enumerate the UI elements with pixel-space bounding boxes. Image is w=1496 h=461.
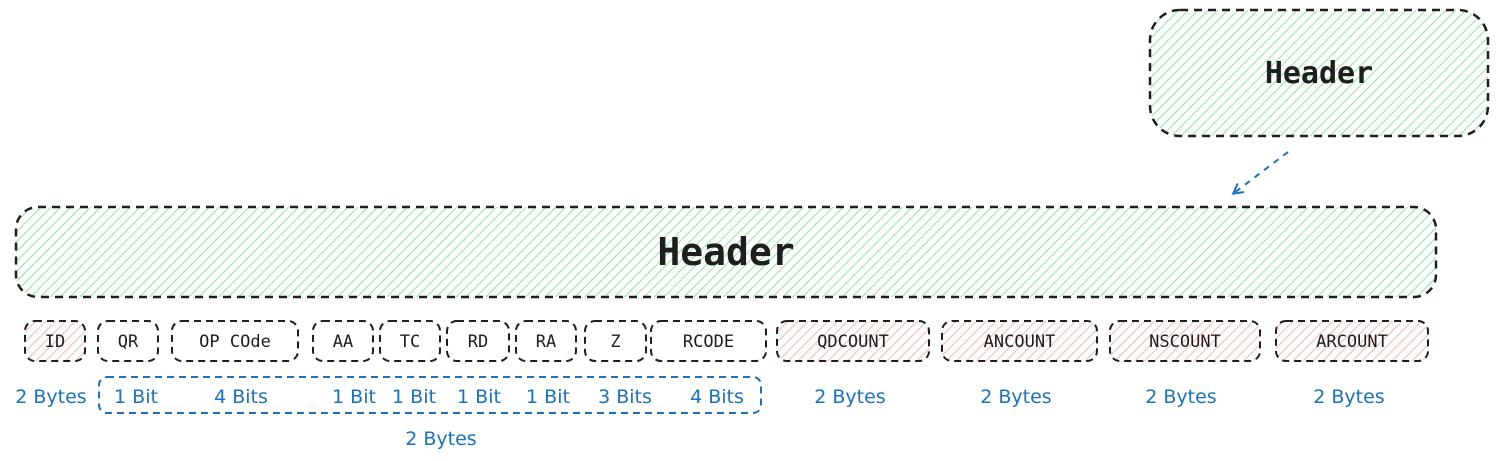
- field-label: QR: [118, 332, 139, 352]
- field-aa: AA: [312, 320, 374, 362]
- field-nscount: NSCOUNT: [1109, 320, 1261, 362]
- field-box: [1109, 320, 1261, 362]
- size-label: 2 Bytes: [15, 386, 86, 408]
- field-label: ID: [45, 332, 65, 352]
- field-box: [24, 320, 86, 362]
- flags-group-bracket: [98, 376, 762, 414]
- size-label: 1 Bit: [114, 386, 158, 408]
- size-label: 2 Bytes: [814, 386, 885, 408]
- size-label: 1 Bit: [457, 386, 501, 408]
- field-box: [1275, 320, 1429, 362]
- field-box: [446, 320, 510, 362]
- field-qdcount: QDCOUNT: [776, 320, 930, 362]
- header-top-node: Header: [1148, 8, 1490, 138]
- field-ra: RA: [515, 320, 577, 362]
- header-main-box: [14, 205, 1438, 299]
- field-label: Z: [610, 332, 620, 352]
- field-z: Z: [584, 320, 647, 362]
- size-label: 1 Bit: [526, 386, 570, 408]
- field-qr: QR: [97, 320, 159, 362]
- field-label: RD: [468, 332, 488, 352]
- field-ancount: ANCOUNT: [941, 320, 1098, 362]
- size-label: 2 Bytes: [980, 386, 1051, 408]
- field-box: [650, 320, 767, 362]
- size-label: 2 Bytes: [1313, 386, 1384, 408]
- field-label: RCODE: [683, 332, 734, 352]
- size-label: 1 Bit: [332, 386, 376, 408]
- header-top-label: Header: [1265, 56, 1373, 91]
- field-label: AA: [333, 332, 353, 352]
- field-label: RA: [536, 332, 556, 352]
- field-label: NSCOUNT: [1149, 332, 1221, 352]
- field-label: ARCOUNT: [1316, 332, 1388, 352]
- field-box: [584, 320, 647, 362]
- header-main-label: Header: [657, 230, 794, 274]
- field-box: [97, 320, 159, 362]
- field-id: ID: [24, 320, 86, 362]
- header-arrow: [1234, 151, 1289, 193]
- sizes-row: 2 Bytes 1 Bit 4 Bits 1 Bit 1 Bit 1 Bit 1 Bit 3 …: [15, 386, 1384, 408]
- size-label: 2 Bytes: [1145, 386, 1216, 408]
- flags-group-total-label: 2 Bytes: [405, 428, 476, 450]
- size-label: 1 Bit: [392, 386, 436, 408]
- field-label: QDCOUNT: [817, 332, 889, 352]
- field-box: [941, 320, 1098, 362]
- fields-row: ID QR OP COde AA TC RD RA Z RCODE QDCOUNT ANCOUNT N…: [24, 320, 1429, 362]
- field-box: [379, 320, 441, 362]
- header-top-box: [1148, 8, 1490, 138]
- field-box: [776, 320, 930, 362]
- field-label: OP COde: [199, 332, 271, 352]
- field-box: [312, 320, 374, 362]
- size-label: 4 Bits: [690, 386, 744, 408]
- field-box: [171, 320, 299, 362]
- size-label: 4 Bits: [214, 386, 268, 408]
- size-label: 3 Bits: [598, 386, 652, 408]
- field-rd: RD: [446, 320, 510, 362]
- field-label: TC: [400, 332, 420, 352]
- field-op-code: OP COde: [171, 320, 299, 362]
- field-label: ANCOUNT: [984, 332, 1056, 352]
- field-rcode: RCODE: [650, 320, 767, 362]
- field-arcount: ARCOUNT: [1275, 320, 1429, 362]
- header-main-node: Header: [14, 205, 1438, 299]
- field-tc: TC: [379, 320, 441, 362]
- field-box: [515, 320, 577, 362]
